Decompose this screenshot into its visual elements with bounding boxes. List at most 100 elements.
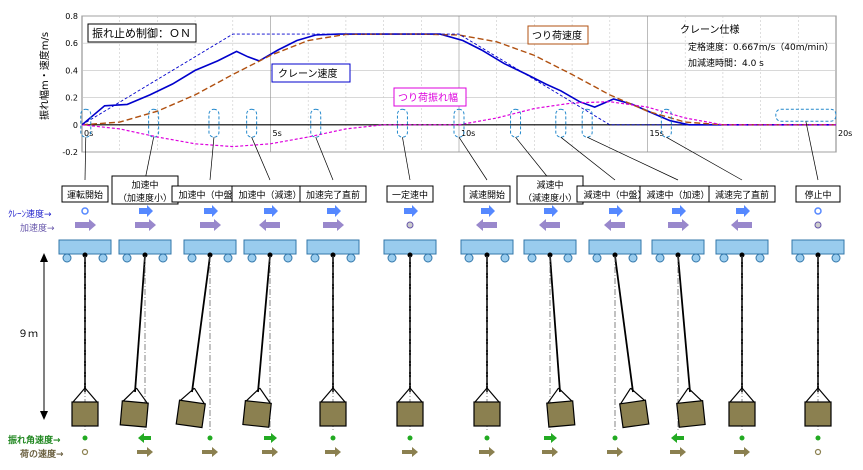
series-line-1 [81,33,836,126]
hook-point [484,252,490,258]
crane-speed-dot [81,207,89,215]
callout-marker [660,108,672,138]
hook-point [267,252,273,258]
title-box [87,23,197,43]
crane-wheel [223,253,233,263]
crane-wheel [464,253,474,263]
hook-point [407,252,413,258]
load-box [175,399,206,429]
y-tick-label: 0.4 [65,66,78,75]
load-speed-arrow [402,447,418,457]
swing-speed-dot [484,435,490,441]
stage-label: 減速中 [536,179,563,191]
crane-trolley [523,239,577,255]
sling-left [72,387,86,403]
stage-label: 加速完了直前 [306,189,360,201]
load-speed-arrow [202,447,218,457]
callout-marker [80,108,92,138]
hook-point [815,252,821,258]
stage-6: 減速開始 [460,185,514,457]
height-arrow-top [40,253,48,262]
crane-trolley [183,239,237,255]
stage-label-box [463,185,511,203]
crane-stages: 運転開始加速中（加速度小）加速中（中盤）加速中（減速）加速完了直前一定速中減速開… [58,175,845,457]
load-box [119,400,149,428]
stage-label: 停止中 [804,189,831,201]
acceleration-arrow [668,219,689,231]
stage-label: 減速完了直前 [715,189,769,201]
callout-marker [208,108,220,138]
stage-label-box [386,185,434,203]
hook-point [675,252,681,258]
stage-label: 加速中（中盤） [178,189,241,201]
acceleration-dot [814,221,822,229]
load-speed-arrow [542,447,558,457]
load-group [396,387,424,427]
sling-right [817,387,831,403]
crane-trolley [243,239,297,255]
swing-speed-dot [407,435,413,441]
crane-wheel [310,253,320,263]
load-group [242,387,272,428]
acceleration-dot [406,221,414,229]
sling-right [409,387,423,403]
spec-accel: 加減速時間：4.0 s [688,57,764,69]
stage-label: 一定速中 [392,189,428,201]
stage-label-box [708,185,776,203]
rope [134,255,146,393]
stage-10: 減速完了直前 [708,185,776,457]
crane-wheel [592,253,602,263]
load-group [619,387,650,429]
load-group [676,387,706,428]
sling-right [84,387,98,403]
chart-title: 振れ止め制御：ＯＮ [92,26,191,40]
crane-wheel [62,253,72,263]
load-speed-arrow [670,447,686,457]
swing-speed-dot [82,435,88,441]
load-group [71,387,99,427]
sling-right [135,387,148,404]
acceleration-arrow [476,219,497,231]
crane-speed-arrow [544,205,558,217]
crane-speed-arrow [736,205,750,217]
sling-left [805,387,819,403]
stage-label-box [61,185,109,203]
crane-speed-arrow [204,205,218,217]
y-tick-label: -0.2 [62,148,78,157]
crane-wheel [247,253,257,263]
spec-title: クレーン仕様 [680,23,740,36]
callout-line [402,137,411,181]
load-group [319,387,347,427]
stage-1: 加速中（加速度小） [111,175,179,457]
callout-marker [148,108,160,138]
crane-speed-arrow [327,205,341,217]
callout-line [458,137,488,181]
swing-speed-arrow [138,433,151,443]
rope [614,255,634,393]
hook-point [207,252,213,258]
y-tick-label: 0 [73,121,78,130]
height-arrow-bottom [40,411,48,420]
crane-trolley [306,239,360,255]
x-tick-label: 5s [273,129,282,138]
acceleration-arrow [604,219,625,231]
callout-marker [453,108,465,138]
load-speed-arrow [137,447,153,457]
crane-wheel [655,253,665,263]
load-box [728,401,756,427]
callout-line [315,137,334,181]
sling-left [320,387,334,403]
load-group [728,387,756,427]
load-box [619,399,650,429]
crane-wheel [346,253,356,263]
stage-label: （加速度小） [118,192,172,204]
stage-label: 減速中（中盤） [583,189,646,201]
acceleration-arrow [731,219,752,231]
callout-marker [310,108,322,138]
callout-line [560,136,616,181]
load-group [804,387,832,427]
stage-4: 加速完了直前 [299,185,367,457]
acceleration-arrow [323,219,344,231]
y-axis-label: 振れ幅m・速度m/s [38,32,51,120]
